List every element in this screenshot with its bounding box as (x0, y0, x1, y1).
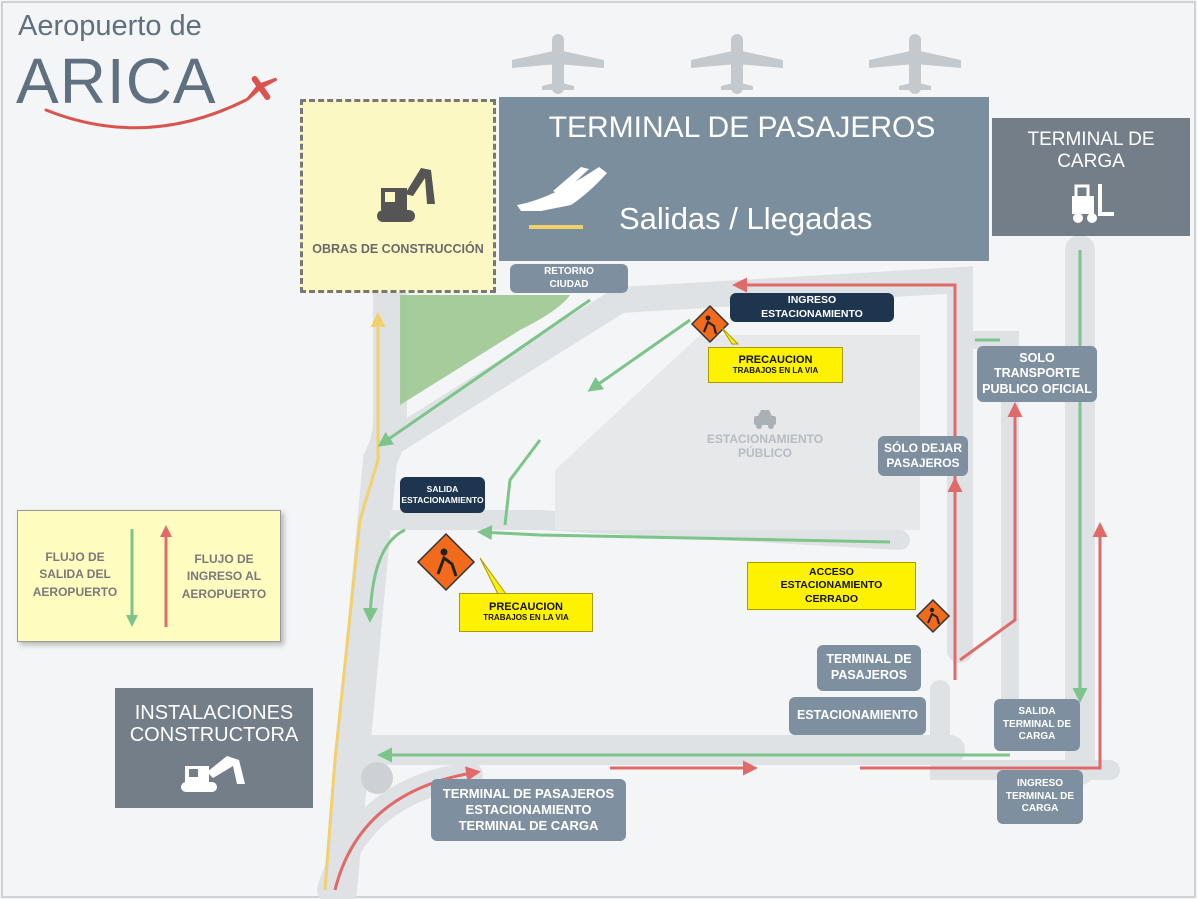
sign-solo-transporte: SOLO TRANSPORTE PUBLICO OFICIAL (977, 346, 1097, 402)
solo-dejar-line1: SÓLO DEJAR (883, 441, 962, 455)
bottom-line3: TERMINAL DE CARGA (458, 818, 599, 834)
ingreso-est-line2: ESTACIONAMIENTO (761, 307, 863, 320)
retorno-line2: CIUDAD (549, 278, 589, 290)
salida-carga-line3: CARGA (1018, 731, 1056, 743)
acceso-line1: ACCESO (809, 565, 854, 578)
sign-solo-dejar: SÓLO DEJAR PASAJEROS (878, 436, 968, 476)
flow-legend: FLUJO DE SALIDA DEL AEROPUERTO FLUJO DE … (17, 510, 281, 642)
solo-transporte-line2: TRANSPORTE (993, 366, 1081, 381)
parking-line1: ESTACIONAMIENTO (706, 432, 824, 446)
caution-label-2: PRECAUCION TRABAJOS EN LA VIA (459, 593, 593, 632)
logo-swoosh-icon (44, 75, 278, 130)
legend-entry-line1: FLUJO DE (194, 552, 254, 566)
construction-label: OBRAS DE CONSTRUCCIÓN (312, 242, 484, 256)
ingreso-est-line1: INGRESO (787, 294, 837, 307)
retorno-line1: RETORNO (544, 266, 594, 277)
sign-acceso-cerrado: ACCESO ESTACIONAMIENTO CERRADO (747, 562, 916, 610)
contractor-line2: CONSTRUCTORA (129, 724, 299, 746)
parking-line2: PÚBLICO (738, 446, 792, 461)
parked-planes (512, 34, 961, 94)
bottom-line2: ESTACIONAMIENTO (465, 801, 592, 817)
caution2-subtitle: TRABAJOS EN LA VIA (483, 613, 569, 622)
sign-bottom-destinations: TERMINAL DE PASAJEROS ESTACIONAMIENTO TE… (431, 779, 626, 841)
sign-salida-estacionamiento: SALIDA ESTACIONAMIENTO (400, 477, 485, 513)
road-work-sign-icon (914, 598, 951, 634)
cargo-title-line1: TERMINAL DE (1027, 129, 1155, 150)
solo-dejar-line2: PASAJEROS (886, 456, 960, 470)
ingreso-carga-line3: CARGA (1021, 803, 1059, 815)
acceso-line2: ESTACIONAMIENTO (780, 579, 883, 592)
sign-retorno-ciudad: RETORNO CIUDAD (510, 264, 628, 293)
terminal-title: TERMINAL DE PASAJEROS (548, 111, 936, 144)
construction-zone: OBRAS DE CONSTRUCCIÓN (300, 99, 496, 293)
road-work-sign-icon (416, 532, 506, 595)
sign-ingreso-estacionamiento: INGRESO ESTACIONAMIENTO (730, 293, 894, 322)
car-icon (754, 410, 776, 429)
salida-carga-line2: TERMINAL DE (1002, 718, 1072, 730)
passenger-terminal: TERMINAL DE PASAJEROS Salidas / Llegadas (499, 97, 989, 261)
legend-entry-line2: INGRESO AL (186, 569, 262, 584)
bottom-line1: TERMINAL DE PASAJEROS (442, 785, 615, 801)
plane-icon (517, 167, 607, 229)
excavator-icon (181, 756, 245, 792)
salida-est-line1: SALIDA (426, 484, 459, 495)
ingreso-carga-line1: INGRESO (1016, 778, 1064, 790)
sign-terminal-pasajeros: TERMINAL DE PASAJEROS (817, 645, 921, 691)
legend-exit-line1: FLUJO DE (45, 550, 105, 564)
solo-transporte-line1: SOLO (1019, 350, 1055, 365)
logo-line2: ARICA (16, 45, 217, 117)
sign-estacionamiento: ESTACIONAMIENTO (789, 697, 926, 735)
cargo-title-line2: CARGA (1057, 151, 1125, 172)
legend-entry-label: FLUJO DE INGRESO AL AEROPUERTO (168, 551, 280, 603)
construction-lane (323, 312, 386, 891)
legend-exit-line2: SALIDA DEL (39, 567, 111, 582)
legend-exit-label: FLUJO DE SALIDA DEL AEROPUERTO (18, 549, 132, 601)
green-area (400, 295, 570, 405)
parking-lot (555, 335, 920, 530)
solo-transporte-line3: PUBLICO OFICIAL (982, 381, 1092, 396)
road-work-sign-icon (690, 304, 740, 345)
caution1-title: PRECAUCION (738, 354, 813, 366)
sign-ingreso-carga: INGRESO TERMINAL DE CARGA (997, 770, 1083, 824)
legend-arrows (126, 525, 172, 627)
terminal-subtitle: Salidas / Llegadas (619, 201, 873, 236)
logo-line1: Aeropuerto de (18, 10, 202, 42)
terminal-pas-line1: TERMINAL DE (826, 652, 912, 667)
estacionamiento-line1: ESTACIONAMIENTO (796, 708, 919, 723)
entry-flow (333, 277, 1108, 891)
airport-logo: Aeropuerto de ARICA (16, 10, 286, 135)
sign-salida-carga: SALIDA TERMINAL DE CARGA (994, 699, 1080, 751)
parking-label: ESTACIONAMIENTO PÚBLICO (690, 432, 840, 461)
caution2-title: PRECAUCION (489, 601, 563, 613)
contractor-facilities: INSTALACIONES CONSTRUCTORA (115, 688, 313, 808)
excavator-icon (377, 168, 435, 222)
exit-flow (362, 250, 1088, 763)
legend-entry-line3: AEROPUERTO (181, 586, 267, 601)
legend-exit-line3: AEROPUERTO (32, 584, 118, 599)
acceso-line3: CERRADO (804, 592, 859, 605)
contractor-line1: INSTALACIONES (134, 702, 294, 724)
roundabout (361, 762, 393, 794)
caution-label-1: PRECAUCION TRABAJOS EN LA VIA (708, 347, 843, 383)
caution1-subtitle: TRABAJOS EN LA VIA (732, 366, 819, 375)
terminal-pas-line2: PASAJEROS (830, 668, 908, 682)
salida-est-line2: ESTACIONAMIENTO (401, 495, 484, 505)
cargo-terminal: TERMINAL DE CARGA (992, 118, 1190, 236)
salida-carga-line1: SALIDA (1018, 706, 1056, 718)
ingreso-carga-line2: TERMINAL DE (1005, 790, 1075, 802)
forklift-icon (1072, 184, 1114, 223)
